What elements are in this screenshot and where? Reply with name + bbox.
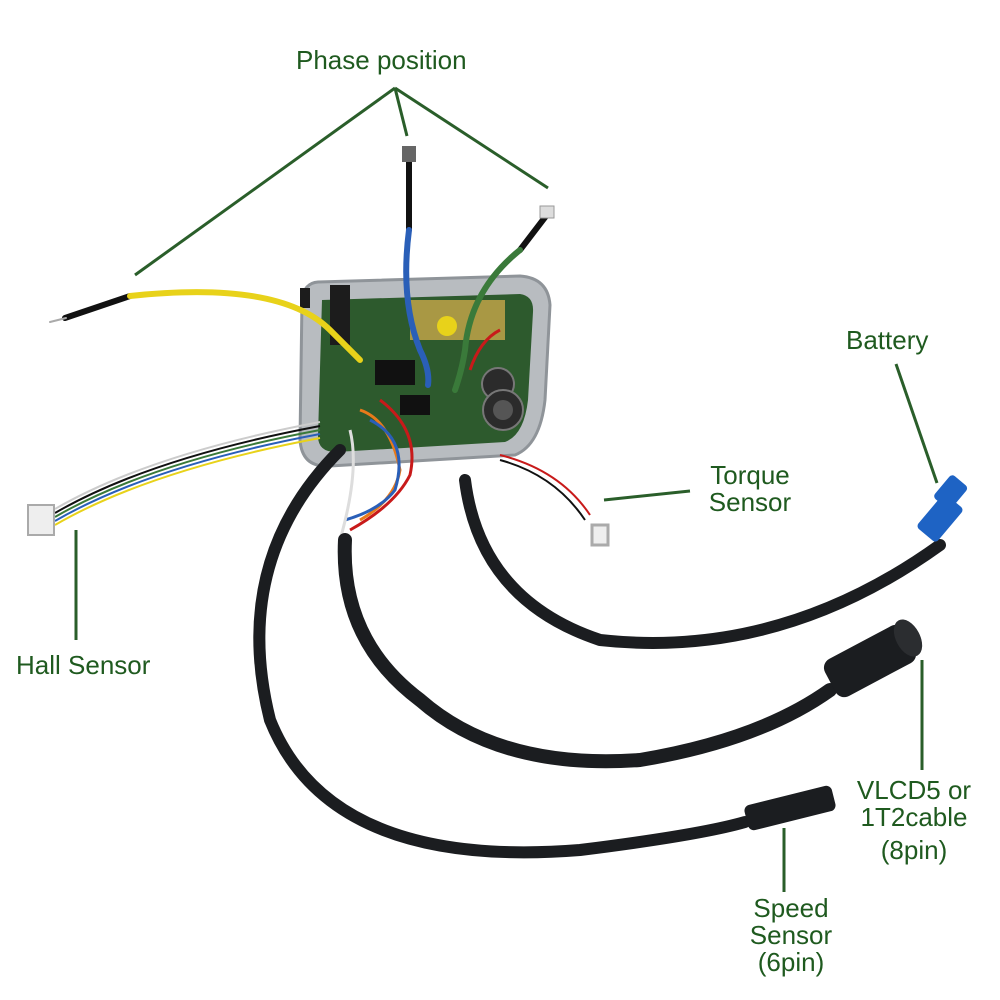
leader-lines	[74, 86, 939, 892]
internal-wires	[338, 328, 610, 547]
label-speed-line2: Sensor	[749, 920, 833, 950]
label-vlcd5: VLCD5 or 1T2cable (8pin)	[844, 777, 984, 864]
label-torque-line1: Torque	[710, 460, 790, 490]
label-speed-line1: Speed	[753, 893, 829, 923]
label-speed-line3: (6pin)	[757, 947, 825, 977]
label-vlcd-line1: VLCD5 or	[856, 775, 972, 805]
label-phase-position: Phase position	[296, 45, 467, 75]
phase-wires	[49, 146, 555, 393]
speed-sensor-connector	[744, 785, 836, 831]
label-vlcd-line2: 1T2cable	[860, 802, 968, 832]
label-torque-line2: Sensor	[708, 487, 792, 517]
label-vlcd-line3: (8pin)	[880, 835, 948, 865]
battery-connector	[917, 475, 968, 542]
label-torque-sensor: Torque Sensor	[700, 462, 800, 516]
label-speed-sensor: Speed Sensor (6pin)	[736, 895, 846, 976]
hall-sensor-wires	[27, 421, 321, 536]
vlcd5-connector	[823, 619, 923, 698]
main-cables	[253, 444, 946, 859]
label-hall-sensor: Hall Sensor	[16, 650, 151, 680]
pcb-components	[375, 300, 524, 431]
label-battery: Battery	[846, 325, 929, 355]
